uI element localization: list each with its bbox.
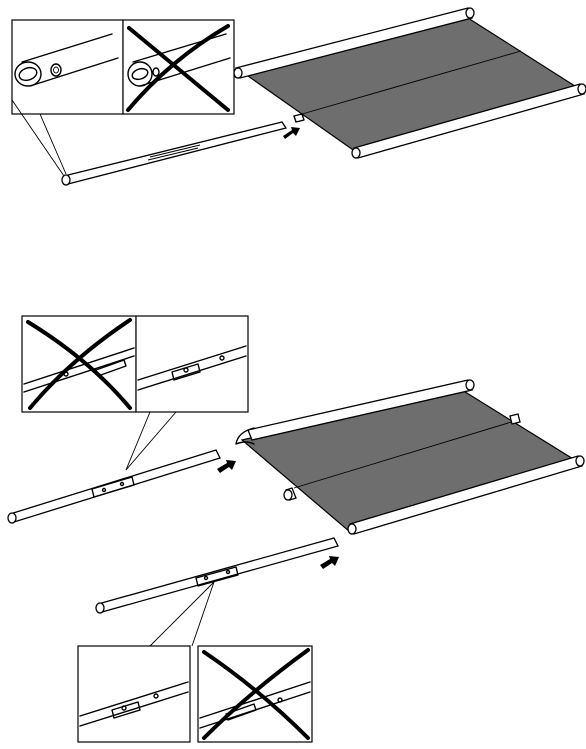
lower-loose-tube	[95, 537, 339, 614]
detail-box-incorrect-joint	[21, 315, 137, 413]
detail-box-correct-joint	[135, 315, 249, 413]
callout-line	[191, 581, 215, 647]
step-1-panel	[11, 7, 586, 186]
upper-loose-tube	[7, 449, 221, 524]
cross-mark	[28, 318, 132, 410]
insert-arrow	[320, 556, 339, 569]
loose-tube	[61, 121, 288, 186]
cross-mark	[126, 24, 230, 112]
insert-arrow	[217, 460, 236, 473]
cross-mark	[202, 650, 310, 740]
cross-mark	[26, 320, 132, 410]
callout-line	[39, 113, 67, 175]
callout-line	[11, 99, 65, 177]
callout-line	[125, 411, 151, 471]
detail-box-correct-tube-end	[11, 19, 124, 115]
cross-mark	[127, 26, 230, 112]
step-2-panel	[7, 315, 585, 743]
detail-box-incorrect-tube-end	[122, 19, 235, 115]
callout-line	[149, 581, 215, 647]
detail-box-correct-joint-lower	[77, 645, 191, 743]
detail-box-incorrect-joint-lower	[197, 645, 313, 743]
roller-assembly	[233, 7, 586, 159]
callout-line	[125, 411, 177, 471]
insert-arrow	[283, 127, 300, 139]
cross-mark	[202, 648, 310, 740]
roller-assembly-2	[235, 379, 585, 535]
